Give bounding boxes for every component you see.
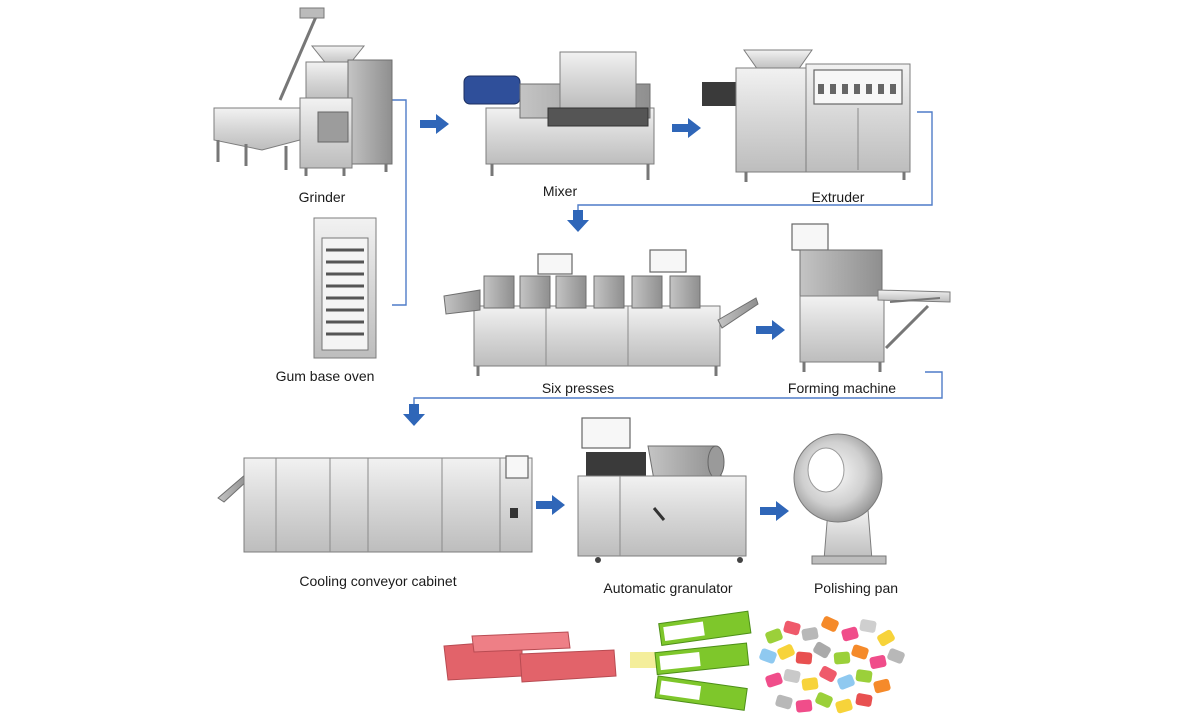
arrow-mixer-to-extruder bbox=[672, 118, 701, 138]
grinder-machine bbox=[213, 7, 393, 176]
label-automatic-granulator: Automatic granulator bbox=[603, 580, 733, 596]
arrow-down-to-cooling bbox=[403, 404, 425, 426]
gum-packs-product bbox=[630, 610, 752, 711]
arrow-grinder-to-mixer bbox=[420, 114, 449, 134]
label-mixer: Mixer bbox=[542, 183, 578, 199]
label-polishing-pan: Polishing pan bbox=[813, 580, 899, 596]
forming-machine bbox=[791, 223, 951, 372]
arrow-down-to-presses bbox=[567, 210, 589, 232]
polishing-pan-machine bbox=[793, 433, 887, 565]
gum-sticks-product bbox=[443, 631, 617, 683]
six-presses-machine bbox=[443, 249, 759, 376]
automatic-granulator-machine bbox=[577, 417, 747, 563]
label-extruder: Extruder bbox=[811, 189, 865, 205]
label-gum-base-oven: Gum base oven bbox=[275, 368, 375, 384]
gum-base-oven-machine bbox=[313, 217, 377, 359]
cooling-conveyor-cabinet-machine bbox=[217, 455, 533, 553]
arrow-presses-to-forming bbox=[756, 320, 785, 340]
extruder-machine bbox=[702, 49, 911, 182]
arrow-cooling-to-granulator bbox=[536, 495, 565, 515]
label-grinder: Grinder bbox=[298, 189, 346, 205]
arrow-granulator-to-pan bbox=[760, 501, 789, 521]
label-forming-machine: Forming machine bbox=[787, 380, 897, 396]
gum-pellets-product bbox=[759, 616, 905, 714]
label-cooling-conveyor-cabinet: Cooling conveyor cabinet bbox=[299, 573, 457, 589]
flow-arrows bbox=[403, 114, 789, 521]
flow-lines bbox=[392, 99, 943, 410]
mixer-machine bbox=[463, 51, 655, 180]
label-six-presses: Six presses bbox=[541, 380, 615, 396]
